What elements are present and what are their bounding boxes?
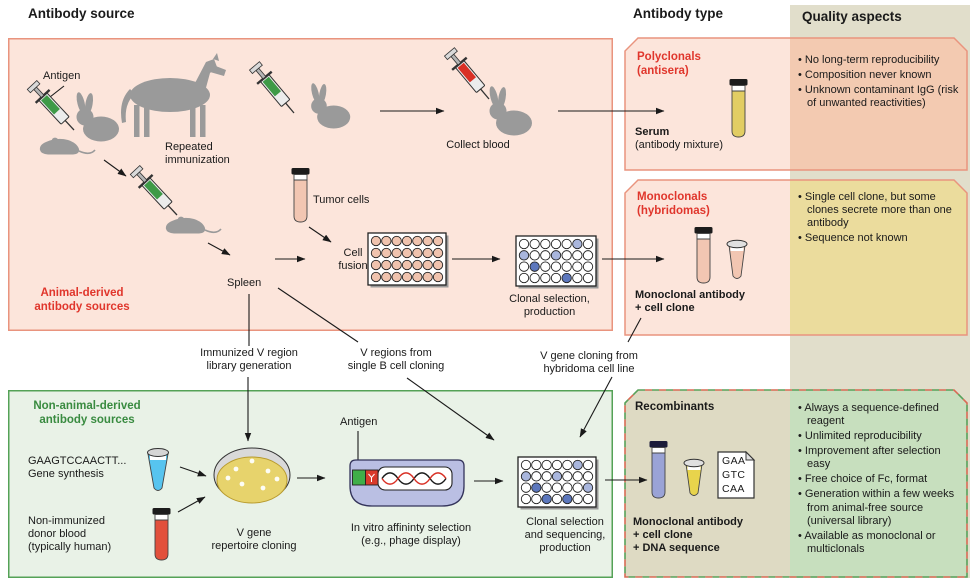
petri-dish-icon	[213, 447, 291, 504]
clonal-selection-sequencing-label: Clonal selection and sequencing, product…	[524, 516, 606, 555]
microplate-clonal-sequencing	[517, 456, 599, 510]
quality-bullet: Single cell clone, but some clones secre…	[798, 191, 966, 230]
quality-bullet: No long-term reproducibility	[798, 54, 966, 67]
gene-synthesis-label: GAAGTCCAACTT... Gene synthesis	[28, 455, 127, 481]
repeated-immunization-label: Repeated immunization	[165, 141, 230, 167]
v-gene-cloning-label: V gene cloning from hybridoma cell line	[540, 350, 638, 376]
polyclonals-title: Polyclonals (antisera)	[637, 51, 701, 77]
animal-derived-sources-label: Animal-derived antibody sources	[34, 287, 130, 313]
microplate-clonal-selection	[515, 235, 599, 289]
recombinants-title: Recombinants	[635, 401, 715, 413]
monoclonal-product-label: Monoclonal antibody + cell clone	[635, 289, 745, 315]
antibody-type-header: Antibody type	[633, 6, 723, 21]
quality-aspects-header: Quality aspects	[802, 9, 902, 24]
tumor-cells-label: Tumor cells	[313, 194, 370, 206]
serum-tube-icon	[729, 79, 748, 138]
monoclonals-title: Monoclonals (hybridomas)	[637, 191, 710, 217]
recombinant-product-label: Monoclonal antibody + cell clone + DNA s…	[633, 516, 743, 555]
collect-blood-label: Collect blood	[446, 139, 510, 151]
antigen-label: Antigen	[43, 70, 81, 82]
quality-bullet: Free choice of Fc, format	[798, 473, 966, 486]
dna-card-icon	[717, 450, 756, 499]
immunized-v-region-label: Immunized V region library generation	[200, 347, 298, 373]
v-regions-label: V regions from single B cell cloning	[347, 347, 445, 373]
tumor-cells-tube-icon	[291, 168, 310, 223]
quality-bullet: Generation within a few weeks from anima…	[798, 488, 966, 527]
donor-blood-label: Non-immunized donor blood (typically hum…	[28, 515, 112, 554]
antibody-source-header: Antibody source	[28, 6, 135, 21]
quality-bullet: Available as monoclonal or multiclonals	[798, 530, 966, 556]
quality-bullet: Sequence not known	[798, 232, 966, 245]
polyclonals-quality-list: No long-term reproducibilityComposition …	[798, 54, 966, 112]
monoclonals-quality-list: Single cell clone, but some clones secre…	[798, 191, 966, 247]
phage-display-icon	[349, 459, 465, 507]
quality-bullet: Improvement after selection easy	[798, 445, 966, 471]
cell-fusion-label: Cell fusion	[338, 247, 368, 273]
quality-bullet: Composition never known	[798, 69, 966, 82]
serum-label: Serum	[635, 126, 670, 138]
monoclonal-tubes-icon	[694, 227, 748, 284]
spleen-label: Spleen	[227, 277, 262, 289]
gene-synthesis-tube-icon	[147, 448, 169, 491]
recombinant-tubes-icon	[649, 441, 705, 499]
donor-blood-tube-icon	[152, 508, 171, 561]
dna-card-text: GAA GTC CAA	[722, 455, 746, 495]
quality-bullet: Unknown contaminant IgG (risk of unwante…	[798, 84, 966, 110]
v-gene-repertoire-label: V gene repertoire cloning	[211, 527, 297, 553]
connector-arrows	[49, 85, 665, 513]
antigen-label-2: Antigen	[340, 416, 378, 428]
in-vitro-affinity-label: In vitro affininty selection (e.g., phag…	[350, 522, 472, 548]
non-animal-sources-label: Non-animal-derived antibody sources	[33, 400, 141, 426]
microplate-cell-fusion	[367, 232, 449, 288]
clonal-selection-production-label: Clonal selection, production	[509, 293, 590, 319]
serum-sub-label: (antibody mixture)	[635, 139, 724, 151]
non-animal-derived-box	[8, 390, 613, 578]
quality-bullet: Unlimited reproducibility	[798, 430, 966, 443]
recombinants-quality-list: Always a sequence-defined reagentUnlimit…	[798, 402, 966, 558]
quality-bullet: Always a sequence-defined reagent	[798, 402, 966, 428]
animal-derived-box	[8, 38, 613, 331]
